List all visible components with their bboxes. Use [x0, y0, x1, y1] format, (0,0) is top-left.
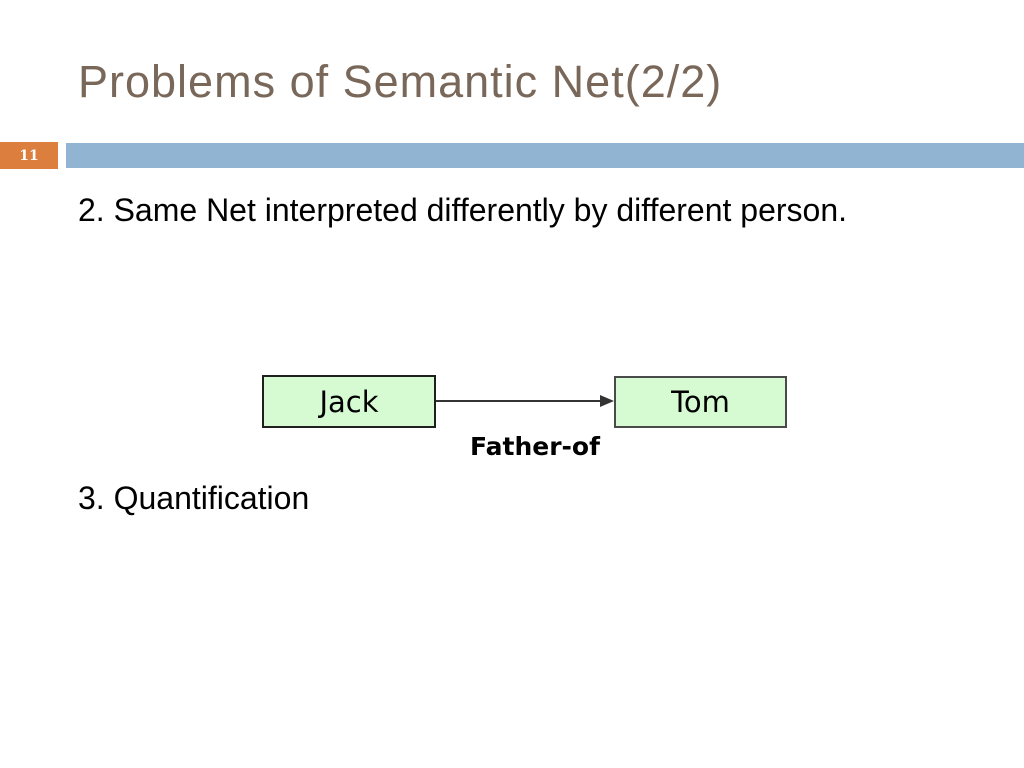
node-tom-label: Tom	[671, 385, 730, 419]
bullet-point-2: 2. Same Net interpreted differently by d…	[78, 192, 848, 228]
father-of-arrow	[436, 395, 614, 407]
page-title: Problems of Semantic Net(2/2)	[78, 56, 723, 107]
edge-label-father-of: Father-of	[470, 432, 600, 461]
page-number-badge: 11	[0, 142, 58, 169]
title-accent-bar	[66, 143, 1024, 168]
diagram-node-jack: Jack	[262, 375, 436, 428]
node-jack-label: Jack	[319, 384, 379, 419]
diagram-node-tom: Tom	[614, 376, 787, 428]
page-number: 11	[19, 147, 39, 164]
bullet-point-3: 3. Quantification	[78, 480, 310, 516]
